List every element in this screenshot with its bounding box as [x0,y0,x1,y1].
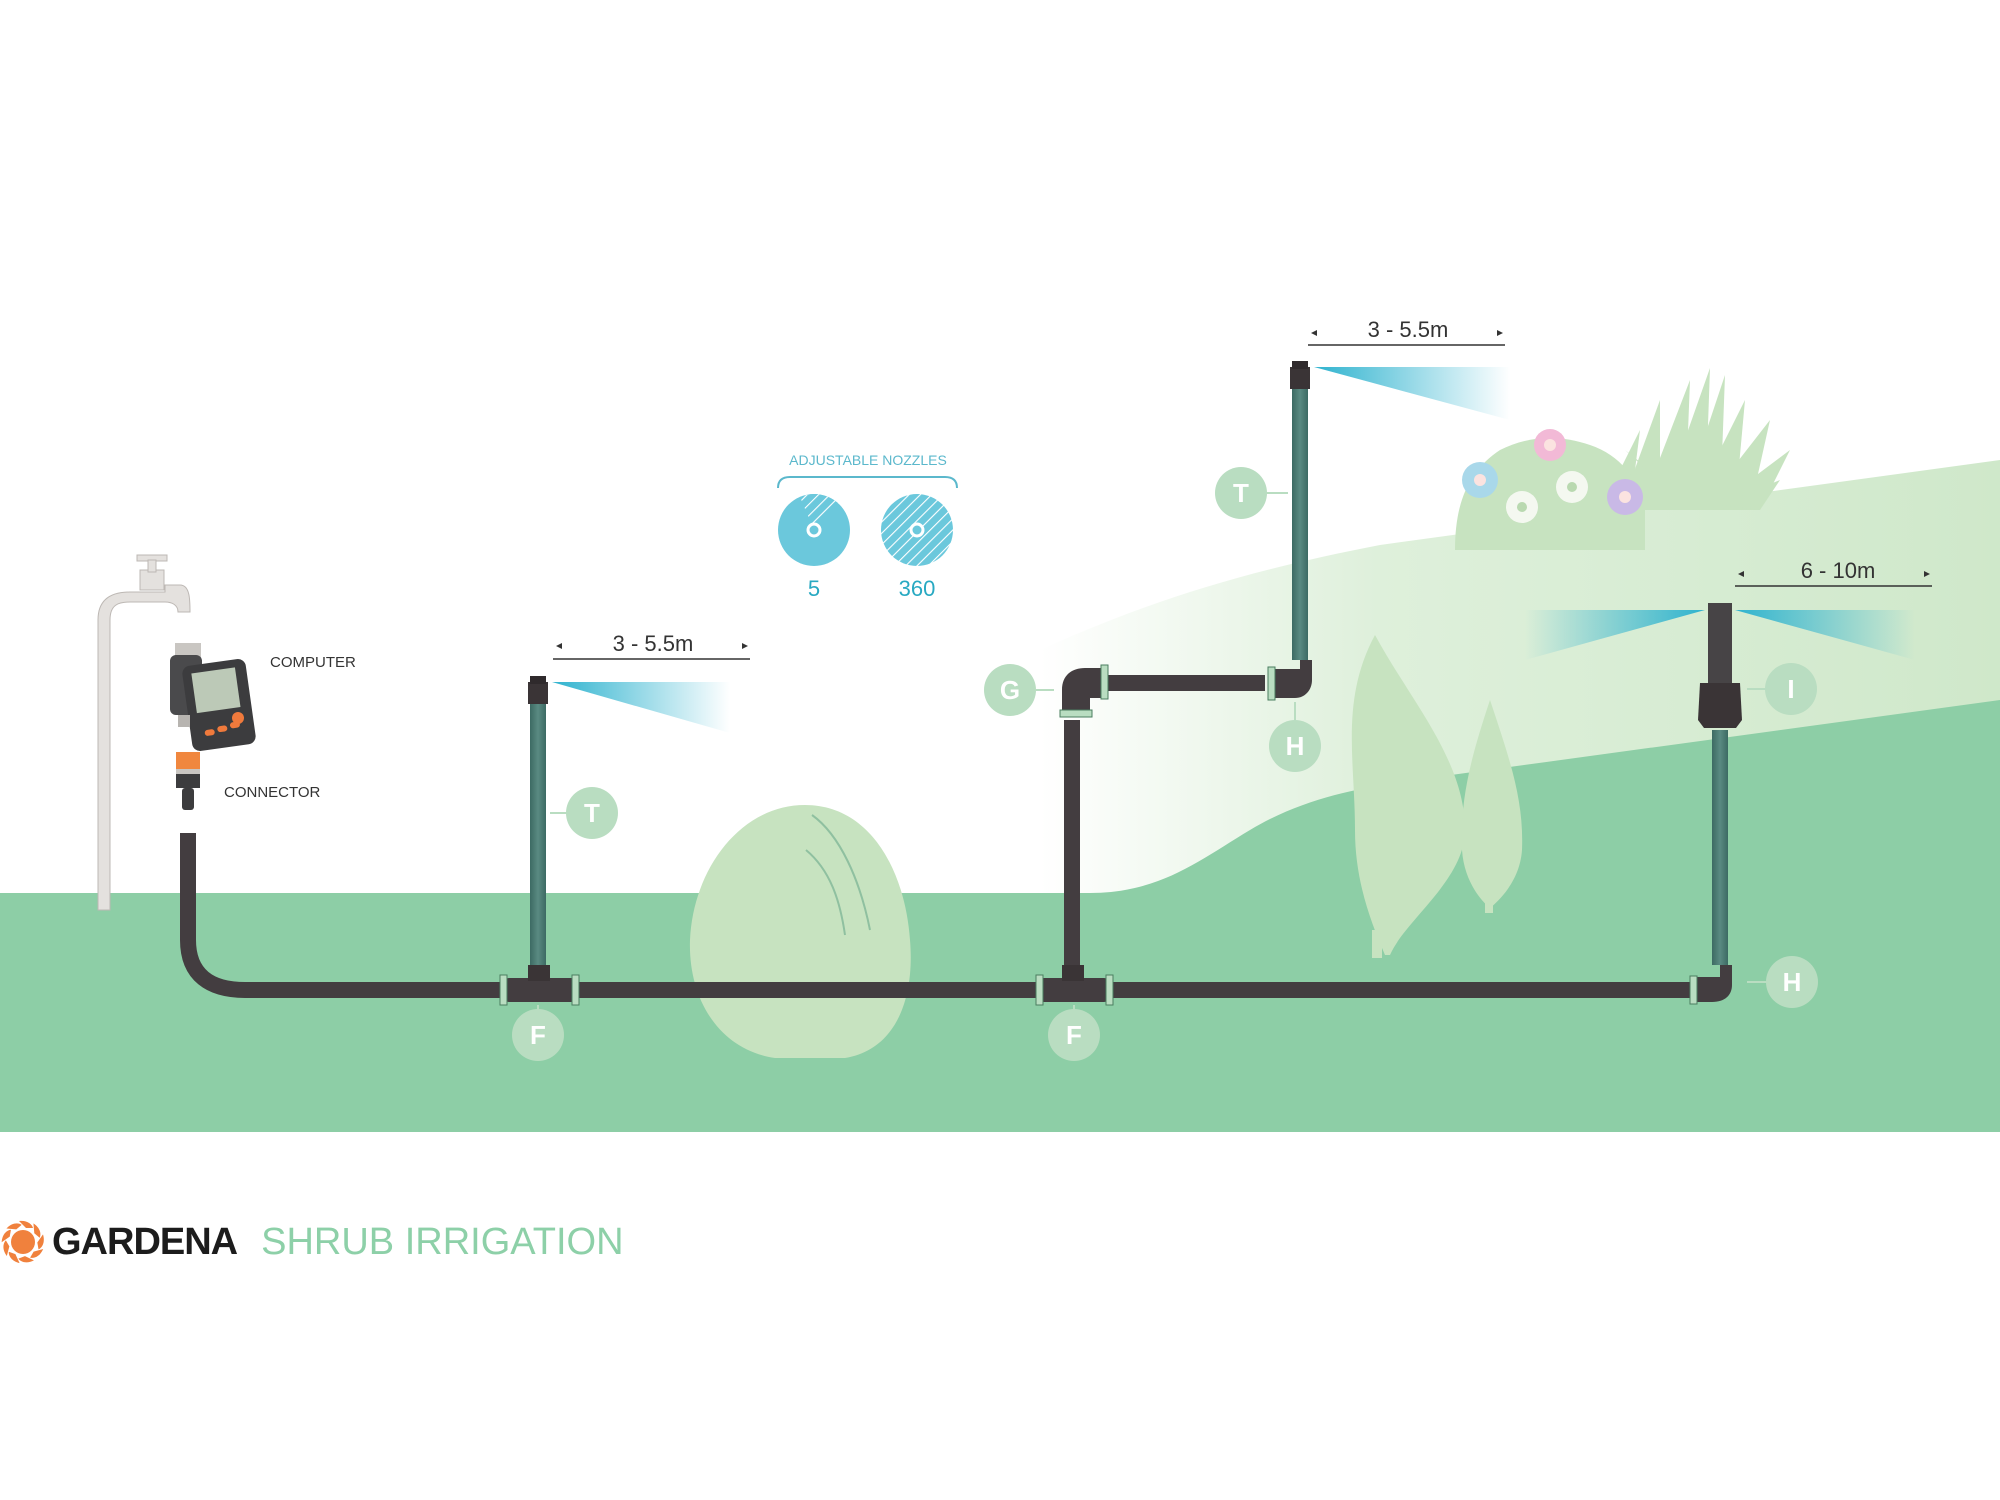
nozzle-value-360: 360 [899,576,936,601]
flower-white-2 [1556,471,1588,503]
connector-label: CONNECTOR [224,784,321,801]
range-text-top: 3 - 5.5m [1368,317,1449,342]
round-shrub [689,805,911,1058]
riser-right [1712,730,1728,965]
range-text-pop-up: 6 - 10m [1801,558,1876,583]
riser-left [530,700,546,965]
flower-blue [1462,462,1498,498]
gardena-logo-icon [1,1220,44,1264]
spray-top [1314,367,1510,420]
cypress-tree-small [1461,700,1523,908]
badge-label: F [530,1020,546,1050]
water-tap [97,554,191,911]
water-computer-device [170,643,256,751]
brand-name: GARDENA [52,1220,238,1263]
badge-f-middle: F [1048,1005,1100,1061]
horizontal-pipe-upper [1107,675,1265,691]
badge-h-top: H [1269,702,1321,772]
computer-label: COMPUTER [270,654,356,671]
range-indicator-pop-up: 6 - 10m [1735,558,1932,587]
nozzle-value-5: 5 [808,576,820,601]
range-text-left: 3 - 5.5m [613,631,694,656]
badge-label: T [1233,478,1249,508]
flower-pink [1534,429,1566,461]
badge-h-right: H [1747,956,1818,1008]
badge-f-left: F [512,1005,564,1061]
spray-pop-up-right [1735,610,1915,660]
vertical-pipe-middle [1064,720,1080,985]
footer: GARDENA SHRUB IRRIGATION [0,1212,624,1272]
sprinkler-head-left [528,676,548,704]
spray-pop-up-left [1525,610,1705,660]
hose-connector [176,752,200,810]
supply-pipe [180,833,1690,998]
range-indicator-top: 3 - 5.5m [1308,317,1505,346]
riser-top [1292,385,1308,660]
diagram-title: SHRUB IRRIGATION [261,1220,624,1263]
flower-bush [1455,429,1645,550]
badge-label: I [1787,674,1794,704]
badge-label: T [584,798,600,828]
badge-label: G [1000,675,1020,705]
elbow-fitting-h-right [1689,965,1732,1005]
elbow-fitting-g [1059,664,1109,718]
badge-label: F [1066,1020,1082,1050]
tee-fitting-left [499,965,580,1006]
badge-g: G [984,664,1054,716]
sprinkler-head-top [1290,361,1310,389]
range-indicator-left: 3 - 5.5m [553,631,750,660]
badge-label: H [1783,967,1802,997]
badge-i: I [1747,663,1817,715]
cypress-tree-large [1351,635,1465,955]
elbow-fitting-h-top [1267,660,1312,701]
tee-fitting-middle [1035,965,1114,1006]
ornamental-grass [1600,368,1790,510]
spray-left [552,682,730,733]
nozzles-title: ADJUSTABLE NOZZLES [789,452,947,468]
badge-t-top: T [1215,467,1288,519]
flower-white-1 [1506,491,1538,523]
pop-up-sprinkler [1698,603,1742,728]
badge-t-left: T [550,787,618,839]
ground [0,893,2000,1132]
adjustable-nozzles-callout: ADJUSTABLE NOZZLES 5 360 [777,452,958,601]
nozzle-360-degree-icon [881,494,953,566]
badge-label: H [1286,731,1305,761]
flower-purple [1607,479,1643,515]
nozzle-5-degree-icon [778,494,850,566]
